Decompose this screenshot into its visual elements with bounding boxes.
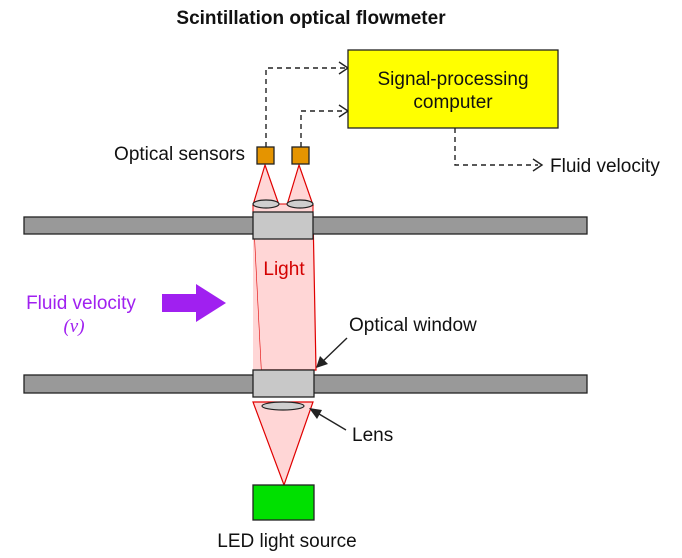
light-label: Light — [263, 259, 305, 280]
led-label: LED light source — [217, 531, 356, 552]
output-arrowhead — [532, 158, 544, 172]
optical-sensors-label: Optical sensors — [114, 144, 245, 165]
signal-line-left — [265, 67, 345, 147]
output-signal-line — [454, 128, 538, 166]
diagram-title: Scintillation optical flowmeter — [176, 8, 446, 29]
light-cone-sensor-left — [252, 163, 280, 206]
optical-window-pointer-head — [316, 356, 328, 368]
led-light-source — [252, 484, 315, 521]
lens-label: Lens — [352, 425, 393, 446]
optical-window-label: Optical window — [349, 315, 477, 336]
optical-window-pointer — [319, 337, 348, 365]
upper-lens-right — [286, 199, 314, 209]
upper-lens-left — [252, 199, 280, 209]
computer-label-line1: Signal-processing — [377, 69, 528, 90]
fluid-velocity-output-label: Fluid velocity — [550, 156, 660, 177]
signal-line-right — [300, 110, 345, 147]
computer-label-line2: computer — [413, 92, 493, 113]
lens-pointer-head — [309, 408, 322, 419]
velocity-symbol: (v) — [63, 316, 84, 337]
optical-window-lower — [252, 369, 315, 398]
optical-sensor-left — [256, 146, 275, 165]
light-cone-lower — [252, 401, 314, 487]
signal-processing-computer — [347, 49, 559, 129]
optical-sensor-right — [291, 146, 310, 165]
light-cone-sensor-right — [286, 163, 314, 206]
fluid-velocity-input-label: Fluid velocity — [26, 293, 136, 314]
lower-lens — [261, 401, 305, 411]
fluid-flow-arrow-icon — [162, 284, 226, 322]
optical-window-upper — [252, 211, 314, 240]
